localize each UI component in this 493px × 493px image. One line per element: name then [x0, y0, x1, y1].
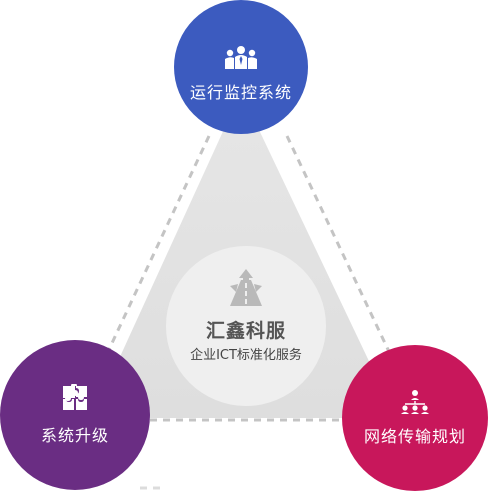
network-icon — [401, 390, 429, 414]
team-icon — [225, 46, 257, 69]
node-network-planning[interactable]: 网络传输规划 — [342, 345, 488, 491]
node-system-upgrade[interactable]: 系统升级 — [0, 340, 150, 490]
node-monitoring-system[interactable]: 运行监控系统 — [174, 0, 308, 134]
road-icon — [230, 269, 262, 306]
center-title: 汇鑫科服 — [205, 320, 286, 342]
center-subtitle: 企业ICT标准化服务 — [190, 348, 302, 363]
node-label: 系统升级 — [40, 426, 109, 445]
dashed-edge-left — [103, 135, 211, 359]
puzzle-icon — [63, 384, 87, 410]
node-label: 网络传输规划 — [363, 427, 466, 446]
node-label: 运行监控系统 — [189, 83, 292, 102]
dashed-edge-right — [285, 135, 394, 359]
